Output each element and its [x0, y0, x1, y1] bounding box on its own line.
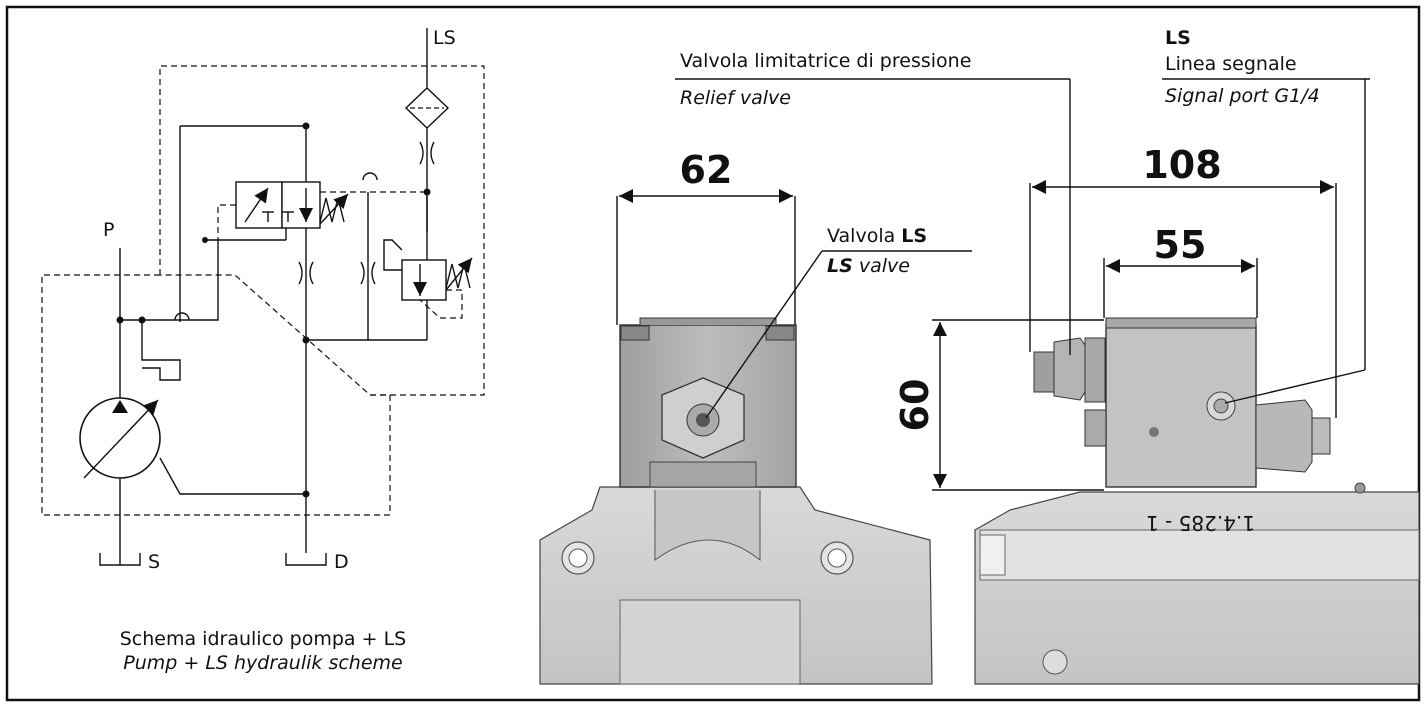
- signal-port-nut: [1255, 399, 1313, 473]
- signal-port-label-it: Linea segnale: [1165, 53, 1297, 75]
- ls-valve-label-en: LS valve: [827, 255, 910, 277]
- port-d-label: D: [334, 551, 349, 573]
- outer-frame: [5, 5, 1421, 702]
- tank-d-icon: [285, 553, 327, 566]
- port-p-label: P: [103, 219, 114, 241]
- casting-mark: 1.4.285 - 1: [1146, 511, 1255, 535]
- relief-valve-label-en: Relief valve: [680, 87, 791, 109]
- schematic-caption-it: Schema idraulico pompa + LS: [120, 628, 406, 650]
- ls-valve-label-it: Valvola LS: [827, 225, 927, 247]
- port-s-label: S: [148, 551, 160, 573]
- signal-port-label-en: Signal port G1/4: [1165, 85, 1320, 107]
- orifice-icon: [419, 141, 435, 165]
- relief-valve-box: [401, 259, 447, 301]
- hydraulic-schematic: LS: [41, 27, 485, 674]
- port-ls-label: LS: [433, 27, 456, 49]
- control-valve-box-left: [235, 181, 283, 229]
- schematic-caption-en: Pump + LS hydraulik scheme: [123, 652, 402, 674]
- dim-front-width: 62: [680, 148, 733, 192]
- signal-port-title: LS: [1165, 27, 1191, 49]
- ls-block-enclosure: [159, 65, 485, 396]
- dim-side-height: 60: [893, 379, 937, 432]
- pump-enclosure: [41, 274, 391, 516]
- tank-s-icon: [99, 553, 141, 566]
- dim-side-body: 55: [1154, 223, 1207, 267]
- relief-valve-label-it: Valvola limitatrice di pressione: [680, 50, 971, 72]
- front-view: 62 Valvola LS LS valve: [539, 148, 972, 685]
- dim-side-overall: 108: [1142, 143, 1221, 187]
- side-view: 1.4.285 - 1 108 55 60 Valvola limitatri: [675, 27, 1420, 685]
